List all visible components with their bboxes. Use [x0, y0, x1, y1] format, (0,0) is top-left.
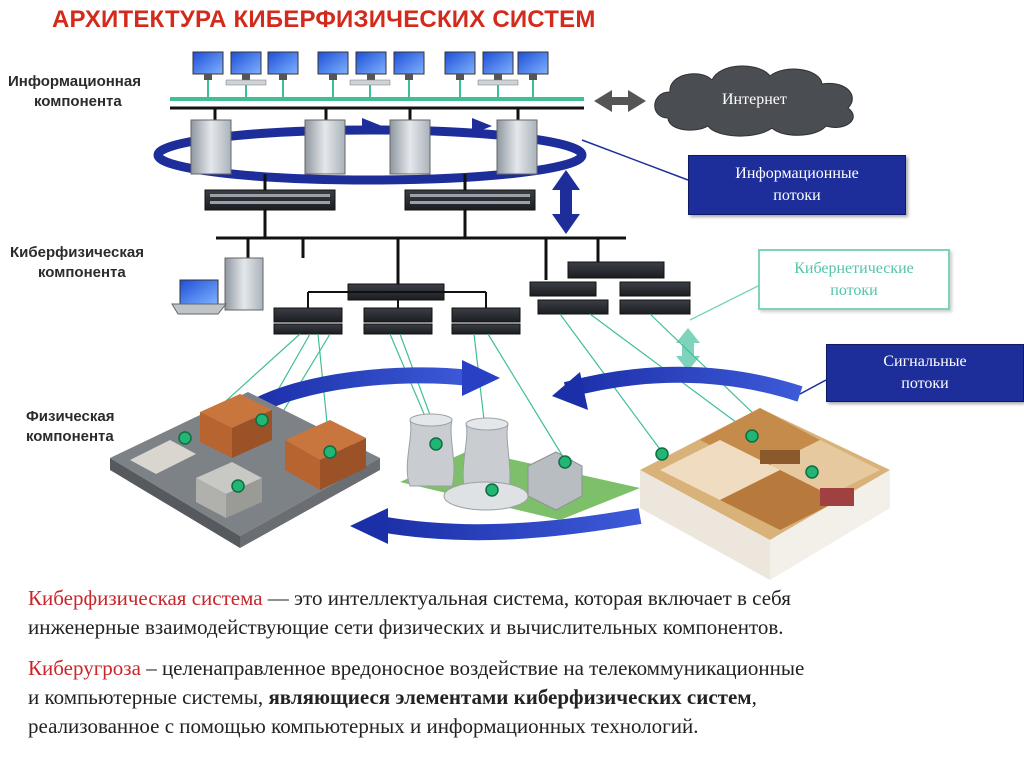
cyberthreat-term: Киберугроза [28, 656, 141, 680]
computer-workstations [170, 51, 584, 110]
power-plant-illustration [400, 413, 640, 520]
rack-servers-middle [273, 261, 691, 335]
tower-servers [190, 119, 538, 175]
page-title: АРХИТЕКТУРА КИБЕРФИЗИЧЕСКИХ СИСТЕМ [52, 6, 596, 33]
architecture-diagram: Интернет [110, 51, 890, 580]
cyber-component-line2: компонента [38, 264, 126, 281]
signal-flows-line2: потоки [901, 375, 949, 392]
physical-component-line2: компонента [26, 428, 114, 445]
physical-component-line1: Физическая [26, 408, 115, 425]
info-cycle-ring [153, 118, 587, 185]
signal-flows-line1: Сигнальные [883, 353, 967, 370]
signal-cycle-arrows [245, 360, 827, 544]
info-flows-line2: потоки [773, 187, 821, 204]
signal-flows-callout: Сигнальные потоки [826, 344, 1024, 402]
rack-servers-top [204, 189, 536, 211]
internet-label: Интернет [722, 91, 787, 108]
cyber-flow-arrow [676, 285, 759, 371]
smart-house-illustration [640, 408, 890, 580]
cps-dash: — [262, 586, 295, 610]
cps-definition: Киберфизическая система — это интеллекту… [28, 584, 1008, 642]
factory-illustration [110, 392, 380, 548]
cyber-flows-line1: Кибернетические [794, 259, 914, 277]
cyber-component-line1: Киберфизическая [10, 244, 144, 261]
cyberthreat-text-line3: реализованное с помощью компьютерных и и… [28, 714, 699, 738]
info-component-line1: Информационная [8, 73, 141, 90]
control-workstation [171, 257, 264, 315]
internet-link-arrow [594, 90, 646, 112]
cyber-flows-callout: Кибернетические потоки [758, 249, 950, 310]
physical-component-label: Физическая компонента [26, 407, 115, 447]
info-component-line2: компонента [34, 93, 122, 110]
cyberthreat-definition: Киберугроза – целенаправленное вредоносн… [28, 654, 1008, 741]
cps-text-line2: инженерные взаимодействующие сети физиче… [28, 615, 784, 639]
cps-term: Киберфизическая система [28, 586, 263, 610]
internet-cloud: Интернет [654, 65, 854, 137]
info-component-label: Информационная компонента [8, 72, 141, 112]
info-flow-arrow [552, 139, 689, 234]
info-flows-callout: Информационные потоки [688, 155, 906, 215]
cyberthreat-text-line2a: и компьютерные системы, [28, 685, 269, 709]
cyberthreat-text-comma: , [751, 685, 757, 709]
cps-text-line1: это интеллектуальная система, которая вк… [294, 586, 791, 610]
cyberthreat-text-line1: – целенаправленное вредоносное воздейств… [140, 656, 805, 680]
cyber-flows-line2: потоки [830, 281, 878, 299]
cyber-component-label: Киберфизическая компонента [10, 243, 144, 283]
sensor-nodes [178, 413, 819, 497]
definitions-block: Киберфизическая система — это интеллекту… [28, 584, 1008, 741]
info-flows-line1: Информационные [735, 165, 859, 182]
cyberthreat-text-emphasis: являющиеся элементами киберфизических си… [268, 685, 752, 709]
